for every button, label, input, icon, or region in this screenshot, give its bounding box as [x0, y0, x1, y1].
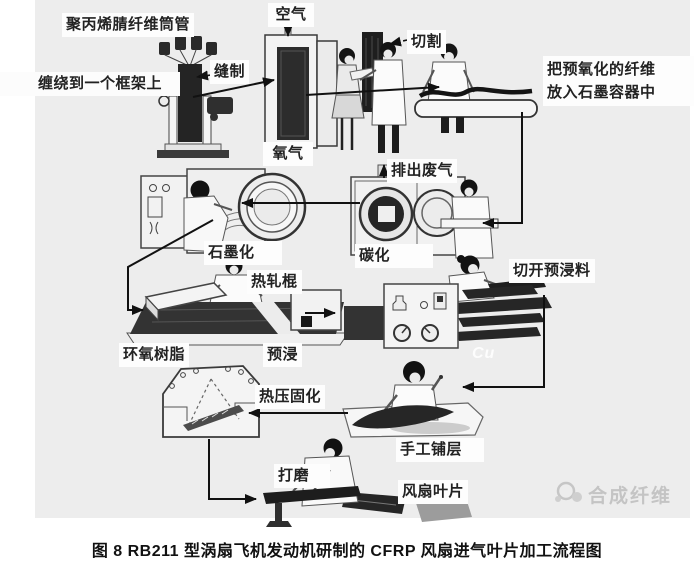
oxidation-oven-illustration	[264, 24, 338, 149]
label-exhaust-gas: 排出废气	[387, 159, 458, 183]
prepreg-cutting-illustration	[344, 255, 552, 349]
arrow-cut-pointer	[389, 36, 408, 47]
label-air: 空气	[268, 3, 314, 27]
label-epoxy-resin: 环氧树脂	[119, 343, 190, 367]
label-preoxidized-to-graphite-container: 把预氧化的纤维 放入石墨容器中	[543, 56, 694, 106]
arrow-winding-to-oven	[192, 77, 275, 98]
figure-caption: 图 8 RB211 型涡扇飞机发动机研制的 CFRP 风扇进气叶片加工流程图	[91, 543, 603, 560]
cutting-workers-illustration	[331, 32, 407, 153]
label-sewing: 缝制	[210, 60, 250, 84]
arrow-graphitization-to-prepreg	[127, 219, 214, 315]
hand-layup-illustration	[342, 361, 484, 438]
label-hot-press-cure: 热压固化	[255, 385, 326, 409]
label-hot-roller: 热轧棍	[247, 270, 302, 294]
arrow-oven-to-fiber	[305, 82, 440, 96]
arrow-mold-to-grinding	[208, 439, 257, 504]
label-wind-onto-frame: 缠绕到一个框架上	[0, 72, 180, 96]
watermark-brand: 合成纤维	[588, 486, 673, 507]
label-preoxidized-line1: 把预氧化的纤维	[547, 61, 656, 78]
label-cut-prepreg: 切开预浸料	[509, 259, 595, 283]
faint-watermark: Cu	[472, 345, 496, 362]
arrow-cutting-to-layup	[462, 295, 545, 392]
label-hand-layup: 手工铺层	[396, 438, 484, 462]
label-preimpregnation: 预浸	[263, 343, 303, 367]
prepreg-line-illustration	[126, 257, 349, 346]
label-grinding: 打磨	[274, 464, 330, 488]
label-fan-blade: 风扇叶片	[398, 480, 469, 504]
arrow-sewing	[196, 70, 212, 81]
graphitization-furnace-illustration	[140, 168, 307, 254]
label-oxygen: 氧气	[263, 142, 313, 166]
label-pan-fiber-bobbin: 聚丙烯腈纤维筒管	[62, 13, 195, 37]
label-preoxidized-line2: 放入石墨容器中	[547, 84, 656, 101]
arrow-tray-to-carbonization	[482, 112, 523, 228]
label-graphitization: 石墨化	[204, 241, 282, 265]
watermark-logo-icon	[555, 481, 582, 502]
hot-press-mold-illustration	[162, 365, 260, 438]
label-cutting: 切割	[407, 30, 447, 54]
label-carbonization: 碳化	[355, 244, 433, 268]
